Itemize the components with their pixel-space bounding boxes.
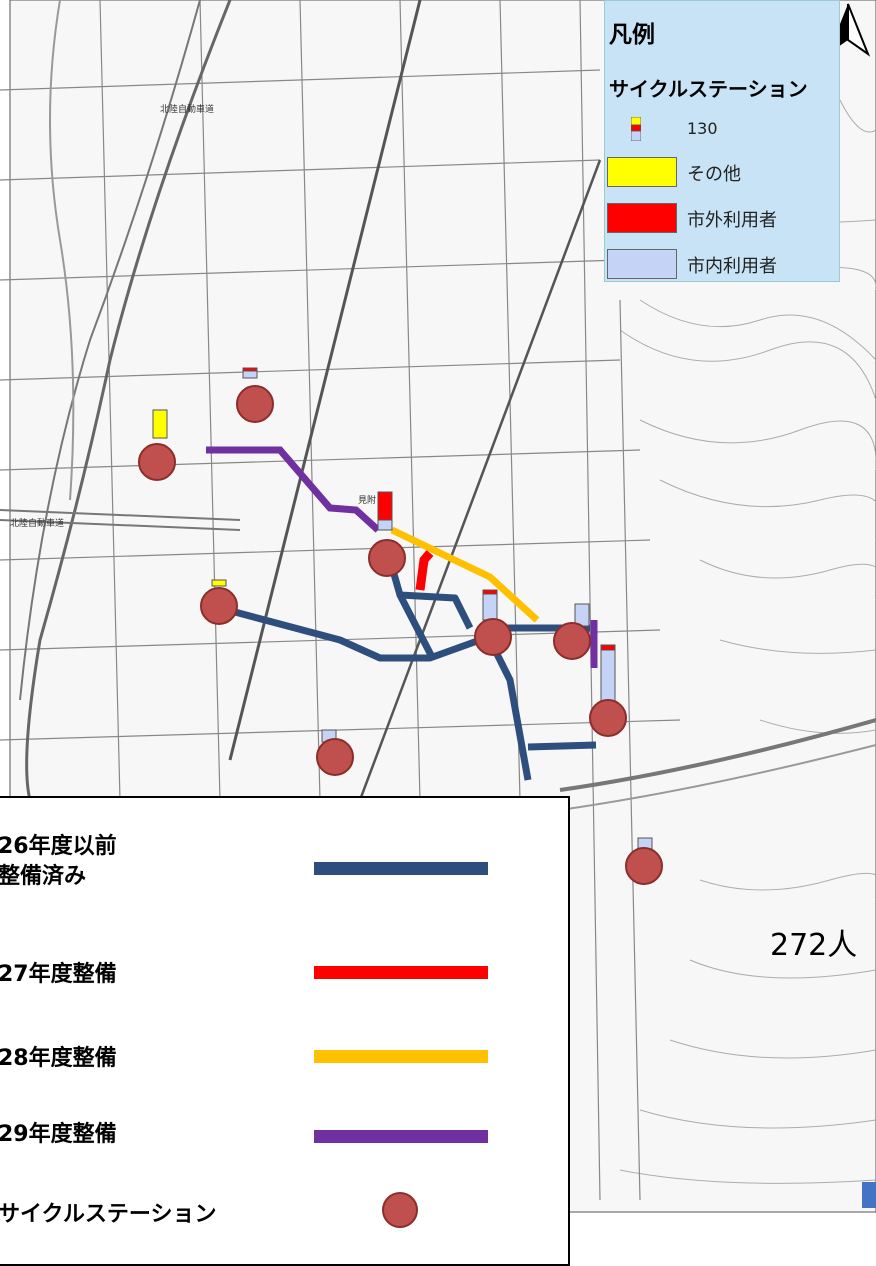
road-network <box>0 0 681 1201</box>
station-marker <box>474 618 512 656</box>
legend-subtitle: サイクルステーション <box>609 77 808 101</box>
route-28 <box>390 526 540 623</box>
station-marker <box>625 847 663 885</box>
legend-label: その他 <box>687 164 741 185</box>
station-marker <box>553 622 591 660</box>
legend-station-dot <box>382 1192 418 1228</box>
legend-label: 市内利用者 <box>687 256 777 277</box>
legend-route-28-line <box>314 1050 488 1063</box>
legend-label: 市外利用者 <box>687 210 777 231</box>
usage-bars <box>152 367 653 851</box>
station-marker <box>236 385 274 423</box>
station-label-mitsuke: 見附 <box>358 494 376 506</box>
station-marker <box>589 699 627 737</box>
corner-marker <box>862 1182 876 1208</box>
legend-route-26-line <box>314 862 488 875</box>
legend-title: 凡例 <box>609 22 655 48</box>
cycle-stations <box>138 385 663 885</box>
legend-item-inside: 市内利用者 <box>605 249 841 279</box>
legend-route-28-label: 28年度整備 <box>0 1046 117 1071</box>
station-marker <box>316 738 354 776</box>
legend-route-29-line <box>314 1130 488 1143</box>
map-legend: 凡例 サイクルステーション 130 その他 市外利用者 市内利用者 <box>604 0 840 282</box>
legend-route-27-line <box>314 966 488 979</box>
legend-route-26-label2: 整備済み <box>0 864 87 889</box>
legend-route-27-label: 27年度整備 <box>0 962 117 987</box>
station-marker <box>200 587 238 625</box>
major-roads <box>0 0 876 811</box>
road-label-expressway-2: 北陸自動車道 <box>10 517 64 529</box>
road-label-expressway: 北陸自動車道 <box>160 103 214 115</box>
legend-item-other: その他 <box>605 157 841 187</box>
route-29 <box>206 446 381 533</box>
legend-item-outside: 市外利用者 <box>605 203 841 233</box>
bar-sample-icon <box>631 117 641 141</box>
legend-swatch <box>607 203 677 233</box>
count-annotation: 272人 <box>770 928 858 963</box>
legend-swatch <box>607 249 677 279</box>
route-legend: 26年度以前 整備済み 27年度整備 28年度整備 29年度整備 サイクルステー… <box>0 796 570 1266</box>
station-marker <box>368 539 406 577</box>
route-27 <box>415 550 434 591</box>
bar-scale-value: 130 <box>687 119 718 138</box>
legend-route-26-label: 26年度以前 <box>0 834 117 859</box>
station-marker <box>138 443 176 481</box>
legend-route-29-label: 29年度整備 <box>0 1122 117 1147</box>
legend-swatch <box>607 157 677 187</box>
legend-station-label: サイクルステーション <box>0 1202 217 1227</box>
